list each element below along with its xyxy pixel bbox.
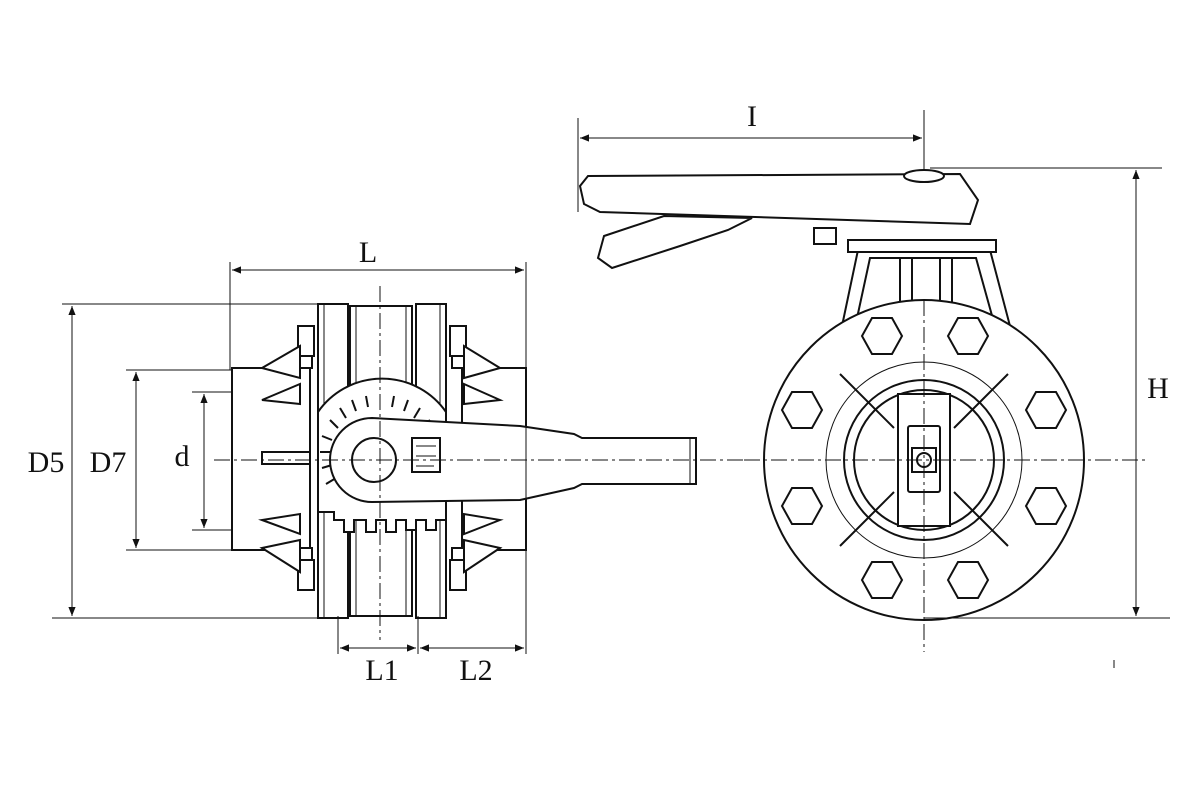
bolt-hex	[780, 391, 824, 429]
flange-bolts	[780, 317, 1068, 599]
handle-cap-nut	[903, 169, 945, 183]
front-view	[578, 169, 1146, 652]
dim-label-d: d	[175, 440, 190, 473]
dim-label-D5: D5	[28, 446, 65, 479]
bolt-top-right	[449, 325, 467, 369]
dim-label-H: H	[1147, 372, 1169, 405]
dimensions: L L1 L2 D5 D7 d I H	[28, 100, 1170, 687]
dim-label-L2: L2	[459, 654, 492, 687]
bolt-bottom-right	[449, 547, 467, 591]
lever-clip	[813, 227, 837, 245]
dim-label-I: I	[747, 100, 757, 133]
bolt-bottom-left	[297, 547, 315, 591]
dim-label-L: L	[359, 236, 377, 269]
dim-label-D7: D7	[90, 446, 127, 479]
dim-label-L1: L1	[365, 654, 398, 687]
bolt-hex	[1024, 391, 1068, 429]
lever-nameplate	[411, 437, 441, 473]
front-view-handle	[578, 172, 980, 226]
handle-trigger	[596, 214, 753, 270]
body-rib	[261, 451, 311, 465]
flange-radial-lines	[839, 373, 1009, 547]
flange-ribs	[258, 344, 504, 574]
bolt-hex	[860, 561, 904, 599]
bolt-hex	[860, 317, 904, 355]
side-view	[214, 286, 760, 640]
bolt-hex	[946, 561, 990, 599]
bolt-hex	[946, 317, 990, 355]
top-mounting-plate	[847, 239, 997, 253]
bolt-hex	[780, 487, 824, 525]
bolt-hex	[1024, 487, 1068, 525]
